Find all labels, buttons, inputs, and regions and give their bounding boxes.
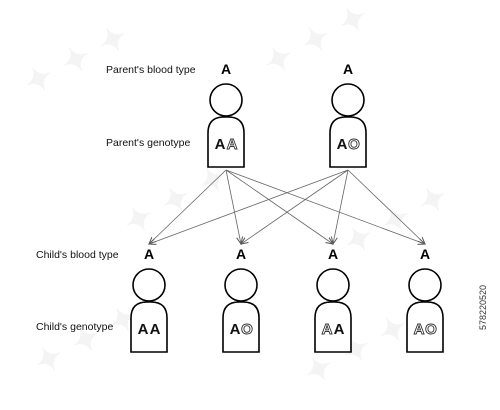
person-body — [207, 116, 245, 168]
person-head — [224, 268, 258, 302]
child-3-blood-type: A — [327, 246, 339, 262]
child-1-blood-type: A — [143, 246, 155, 262]
arrow-parent1-to-child4 — [225, 169, 425, 244]
arrow-parent2-to-child2 — [241, 169, 349, 244]
person-body — [329, 116, 367, 168]
parent-1-blood-type: A — [220, 61, 232, 77]
side-id: 578220520 — [478, 284, 488, 330]
person-head — [408, 268, 442, 302]
arrow-parent1-to-child1 — [149, 169, 227, 244]
child-genotype-label: Child's genotype — [36, 321, 114, 333]
child-blood-type-label: Child's blood type — [36, 249, 119, 261]
genotype-allele-1: A — [138, 321, 149, 338]
person-body — [222, 301, 260, 353]
arrow-parent1-to-child2 — [225, 169, 241, 244]
genotype-allele-2: O — [348, 136, 360, 153]
genotype-allele-1: A — [215, 136, 226, 153]
arrow-parent2-to-child1 — [149, 169, 349, 244]
genotype-allele-2: O — [241, 321, 253, 338]
genotype-allele-1: A — [337, 136, 348, 153]
genotype-allele-1: A — [322, 321, 333, 338]
genotype-allele-2: A — [150, 321, 161, 338]
person-body — [130, 301, 168, 353]
child-4-blood-type: A — [419, 246, 431, 262]
genotype-allele-1: A — [230, 321, 241, 338]
person-head — [132, 268, 166, 302]
person-head — [316, 268, 350, 302]
parent-blood-type-label: Parent's blood type — [106, 64, 196, 76]
genotype-allele-1: A — [414, 321, 425, 338]
arrow-parent1-to-child3 — [225, 169, 333, 244]
parent-2-blood-type: A — [342, 61, 354, 77]
person-head — [209, 83, 243, 117]
child-2-blood-type: A — [235, 246, 247, 262]
person-body — [314, 301, 352, 353]
parent-genotype-label: Parent's genotype — [106, 137, 191, 149]
genotype-allele-2: A — [334, 321, 345, 338]
arrow-parent2-to-child3 — [333, 169, 349, 244]
genotype-allele-2: O — [425, 321, 437, 338]
inheritance-arrows — [149, 169, 425, 244]
person-head — [331, 83, 365, 117]
genotype-allele-2: A — [227, 136, 238, 153]
person-body — [406, 301, 444, 353]
arrow-parent2-to-child4 — [347, 169, 425, 244]
